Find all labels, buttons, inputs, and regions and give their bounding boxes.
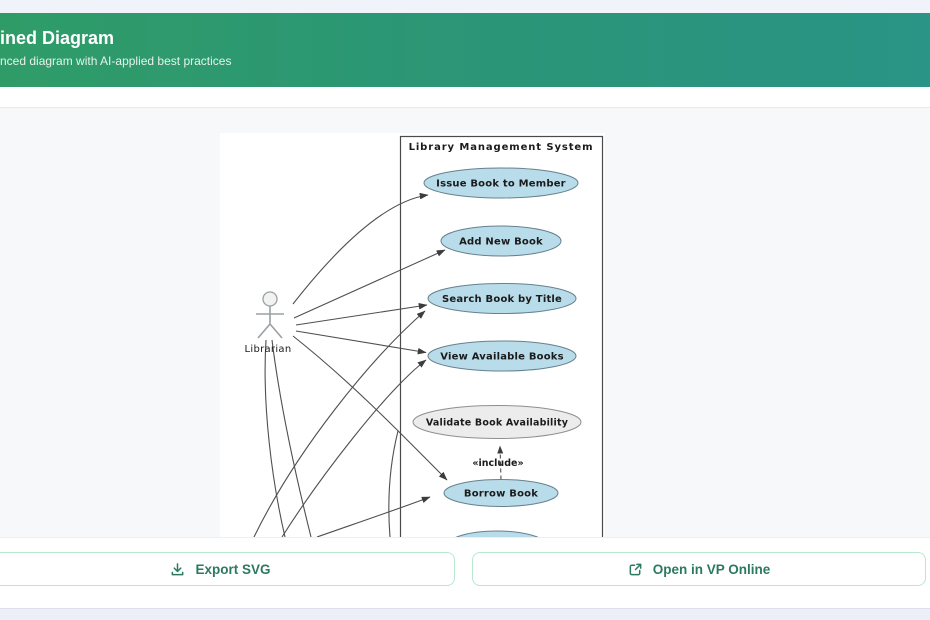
association-line (292, 335, 448, 481)
use-case-ellipse-view-books (427, 340, 577, 372)
actor-body (256, 306, 284, 339)
top-page-strip (0, 0, 930, 13)
export-svg-button[interactable]: Export SVG (0, 552, 455, 586)
actor-label: Librarian (245, 344, 292, 355)
open-vp-online-label: Open in VP Online (652, 561, 771, 577)
external-link-icon (629, 563, 642, 575)
association-line (295, 330, 427, 355)
use-case-label: Validate Book Availability (426, 418, 569, 429)
association-line (295, 302, 428, 326)
association-line (388, 430, 399, 537)
system-boundary-title: Library Management System (409, 142, 594, 153)
header-divider (0, 87, 930, 108)
use-case-ellipse-issue-book (423, 167, 579, 199)
footer-action-bar: Export SVG Open in VP Online (0, 537, 930, 608)
association-line (281, 359, 427, 537)
use-case-label: Add New Book (459, 237, 543, 248)
association-line (253, 310, 426, 537)
include-label: «include» (472, 458, 523, 469)
use-case-ellipse-validate-availability (412, 405, 582, 439)
open-vp-online-button[interactable]: Open in VP Online (472, 552, 926, 586)
bottom-page-strip (0, 608, 930, 620)
use-case-label: Search Book by Title (442, 294, 562, 305)
actor-librarian: Librarian (245, 291, 292, 355)
download-icon (172, 562, 184, 575)
association-line (264, 339, 286, 537)
page-subtitle: nced diagram with AI-applied best practi… (0, 53, 232, 68)
use-case-ellipse-partial (455, 530, 539, 537)
use-case-diagram: Library Management System Issue Book to … (245, 135, 604, 537)
diagram-canvas: Library Management System Issue Book to … (220, 133, 605, 537)
page-title: ined Diagram (0, 28, 115, 48)
system-boundary-box (399, 135, 604, 537)
use-case-label: Borrow Book (464, 489, 538, 500)
actor-head (262, 291, 278, 307)
use-case-ellipse-borrow-book (443, 479, 559, 507)
association-line (271, 339, 312, 537)
export-svg-label: Export SVG (195, 561, 271, 577)
include-dashed-arrow (497, 445, 504, 480)
association-line (293, 249, 446, 319)
page-header: ined Diagram nced diagram with AI-applie… (0, 13, 930, 87)
use-case-ellipse-search-book (427, 283, 577, 314)
association-line (292, 192, 429, 305)
use-case-label: Issue Book to Member (436, 179, 566, 190)
use-case-ellipse-add-book (440, 225, 562, 257)
main-content-area: Library Management System Issue Book to … (0, 108, 930, 537)
use-case-label: View Available Books (440, 352, 564, 363)
association-line (316, 496, 431, 537)
